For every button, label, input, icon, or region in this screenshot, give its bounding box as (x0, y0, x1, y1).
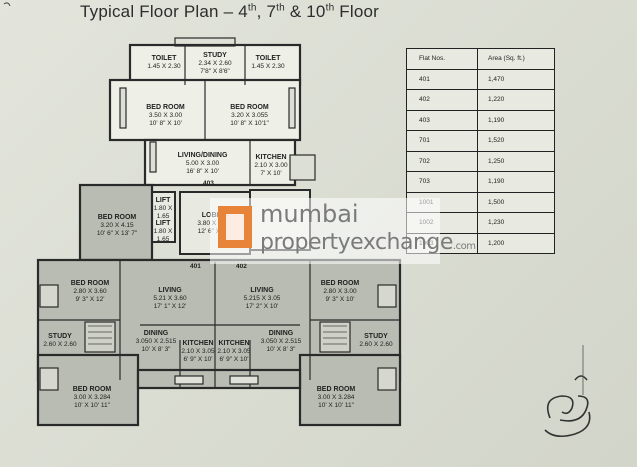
cell-area: 1,220 (477, 89, 555, 111)
cell-area: 1,470 (477, 68, 555, 90)
cell-area: 1,230 (477, 212, 555, 234)
cell-area: 1,190 (477, 171, 555, 193)
scroll-ornament-icon (544, 375, 591, 438)
cell-area: 1,190 (477, 109, 555, 131)
watermark: mumbai propertyexchange.com (210, 198, 476, 264)
watermark-line2: propertyexchange.com (260, 230, 476, 255)
cell-area: 1,520 (477, 130, 555, 152)
flat-label-403: 403 (203, 180, 214, 187)
cell-flat: 401 (406, 68, 478, 90)
cell-flat: 702 (406, 150, 478, 172)
watermark-line1: mumbai (260, 200, 359, 228)
cell-flat: 402 (406, 89, 478, 111)
cell-area: 1,250 (477, 150, 555, 172)
cell-flat: 703 (406, 171, 478, 193)
header-area: Area (Sq. ft.) (477, 48, 555, 70)
corner-ornament-icon (3, 2, 11, 7)
flat-label-402: 402 (236, 263, 247, 270)
staircase (88, 325, 347, 345)
watermark-logo-icon (218, 206, 252, 248)
flat-label-401: 401 (190, 263, 201, 270)
table-header-row: Flat Nos. Area (Sq. ft.) (406, 48, 555, 70)
header-flat-nos: Flat Nos. (406, 48, 478, 70)
flat-403-outline (108, 43, 302, 187)
cell-flat: 403 (406, 109, 478, 131)
cell-area: 1,500 (477, 191, 555, 213)
cell-area: 1,200 (477, 232, 555, 254)
cell-flat: 701 (406, 130, 478, 152)
page-title: Typical Floor Plan – 4th, 7th & 10th Flo… (80, 2, 379, 21)
